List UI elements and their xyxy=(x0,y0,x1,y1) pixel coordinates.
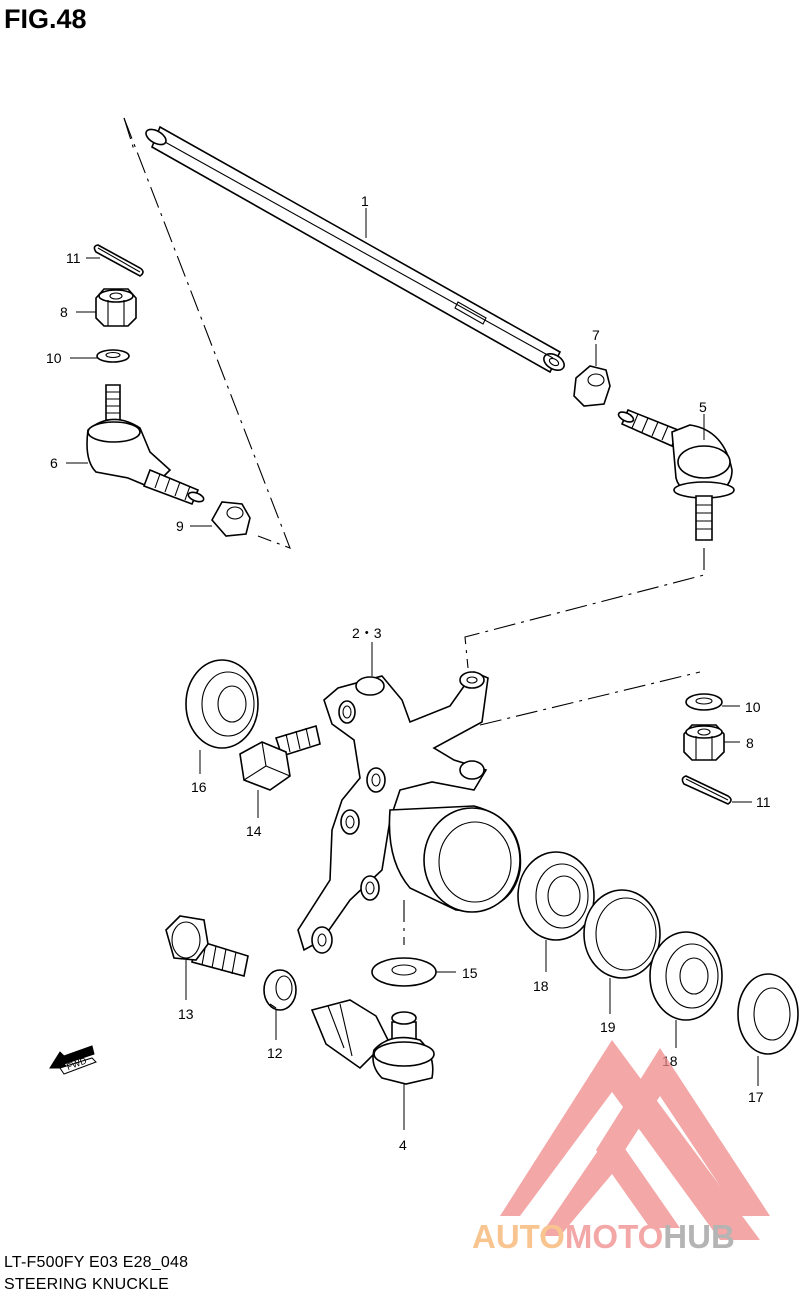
ball-joint-4 xyxy=(310,999,435,1085)
callout-6: 6 xyxy=(50,455,58,471)
castle-nut-left xyxy=(95,288,137,327)
tie-rod-end-left xyxy=(86,384,205,506)
bolt-14 xyxy=(239,724,321,791)
callout-14: 14 xyxy=(246,823,262,839)
watermark-text-moto: MOTO xyxy=(565,1218,663,1255)
callout-10-left: 10 xyxy=(46,350,62,366)
figure-title: FIG.48 xyxy=(4,4,87,34)
callout-18-upper: 18 xyxy=(533,978,549,994)
lock-nut-7 xyxy=(573,365,611,407)
watermark-text-hub: HUB xyxy=(663,1218,735,1255)
watermark-logo: AUTOMOTOHUB xyxy=(472,1040,770,1255)
alignment-lines xyxy=(123,117,705,945)
callout-19: 19 xyxy=(600,1019,616,1035)
callout-8-left: 8 xyxy=(60,304,68,320)
spacer-19 xyxy=(583,889,661,979)
callout-2-3: 2・3 xyxy=(352,625,382,641)
callout-11-right: 11 xyxy=(756,794,771,810)
callout-8-right: 8 xyxy=(746,735,754,751)
section-name: STEERING KNUCKLE xyxy=(4,1276,170,1293)
steering-knuckle xyxy=(297,671,522,954)
castle-nut-right xyxy=(683,724,725,761)
callout-7: 7 xyxy=(592,327,600,343)
hex-nut-9 xyxy=(211,501,251,537)
leader-lines xyxy=(66,208,759,1130)
oil-seal-17 xyxy=(737,973,799,1055)
cotter-pin-left xyxy=(93,244,144,277)
tie-rod-end-right xyxy=(617,408,735,541)
bearing-18-upper xyxy=(517,851,595,941)
collar-12 xyxy=(263,969,297,1011)
callouts: 1 2・3 4 5 6 7 8 8 9 10 10 11 11 12 13 14… xyxy=(46,193,771,1153)
bolt-13 xyxy=(165,915,249,977)
callout-16: 16 xyxy=(191,779,207,795)
washer-15 xyxy=(371,957,437,987)
bearing-18-lower xyxy=(649,931,723,1021)
callout-12: 12 xyxy=(267,1045,283,1061)
callout-11-left: 11 xyxy=(66,250,81,266)
callout-17: 17 xyxy=(748,1089,764,1105)
callout-10-right: 10 xyxy=(745,699,761,715)
washer-right xyxy=(685,693,723,711)
tie-rod xyxy=(145,125,565,374)
callout-15: 15 xyxy=(462,965,478,981)
model-code: LT-F500FY E03 E28_048 xyxy=(4,1254,189,1271)
fwd-arrow: FWD xyxy=(49,1045,97,1075)
oil-seal-16 xyxy=(185,659,259,749)
watermark-triangle-icon xyxy=(500,1040,760,1240)
washer-left xyxy=(96,349,130,363)
callout-9: 9 xyxy=(176,518,184,534)
watermark-text-auto: AUTO xyxy=(472,1218,565,1255)
callout-13: 13 xyxy=(178,1006,194,1022)
svg-text:AUTOMOTOHUB: AUTOMOTOHUB xyxy=(472,1218,735,1255)
callout-1: 1 xyxy=(361,193,369,209)
callout-5: 5 xyxy=(699,399,707,415)
callout-4: 4 xyxy=(399,1137,407,1153)
cotter-pin-right xyxy=(681,775,732,805)
